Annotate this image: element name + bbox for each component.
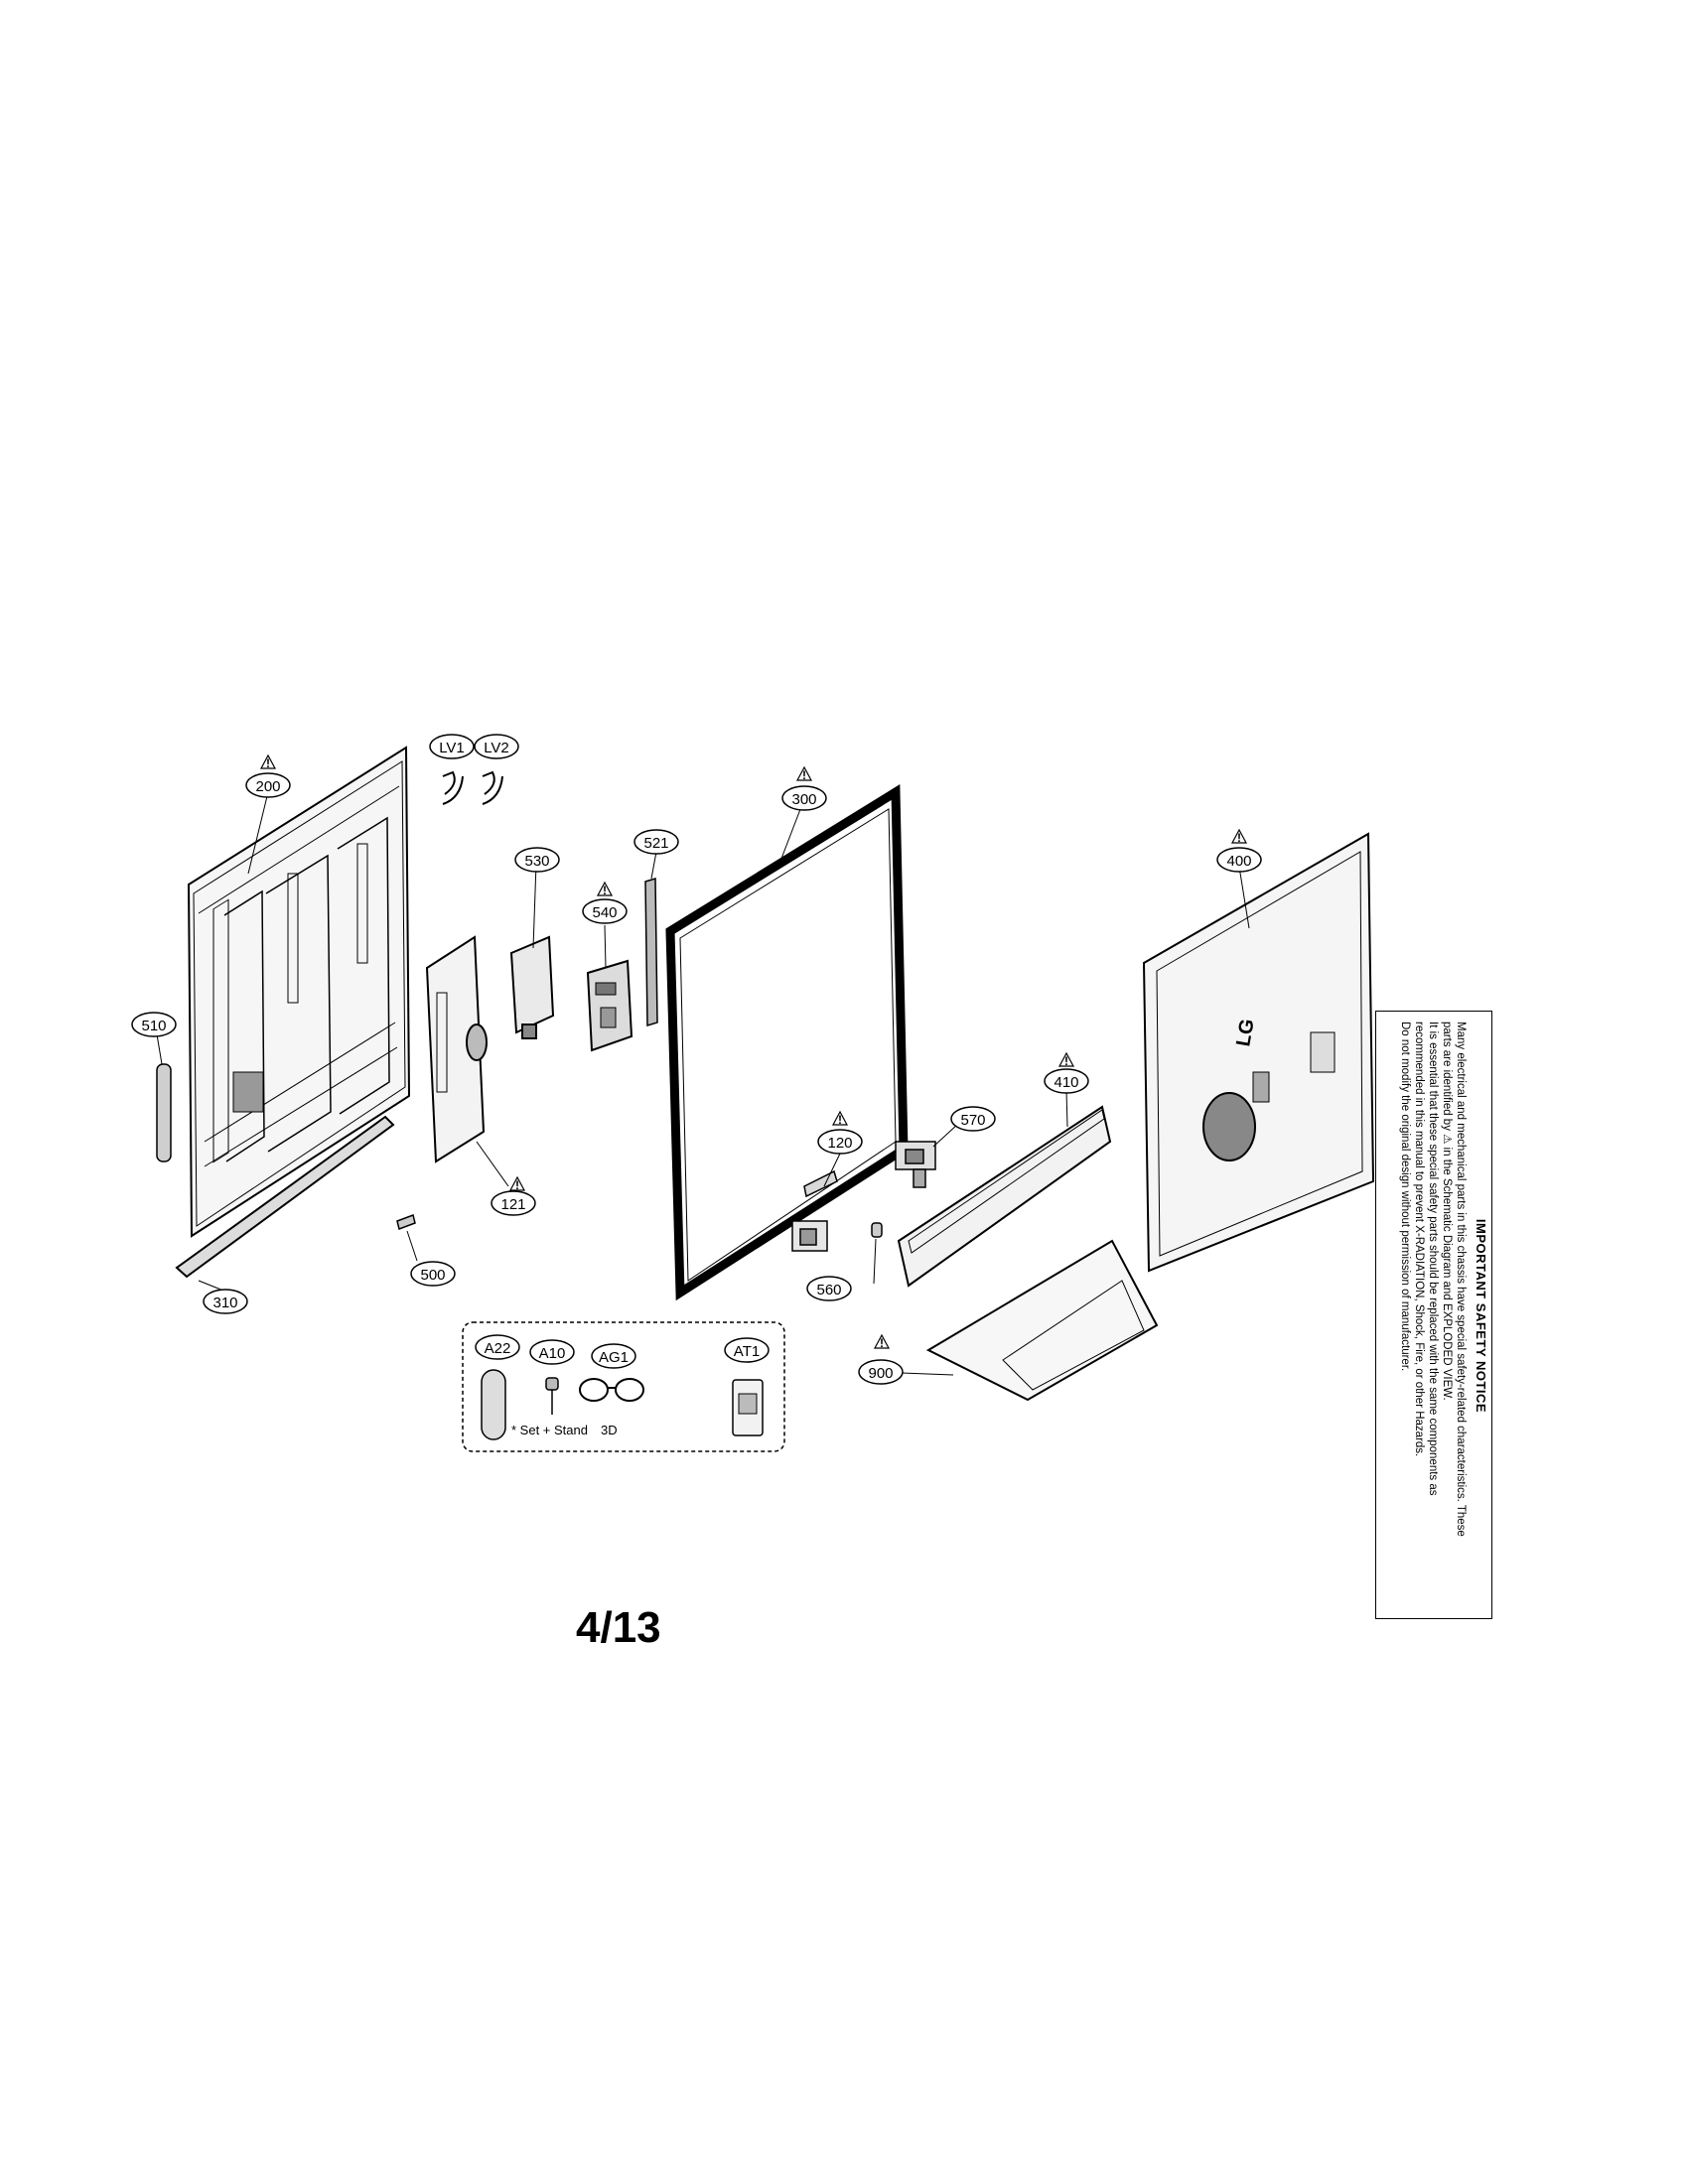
manual-at1 (732, 1379, 764, 1436)
part-530-power-board (509, 935, 555, 1039)
part-label-200: 200 (245, 772, 291, 798)
part-label-300: 300 (781, 785, 827, 811)
part-200-rear-frame (187, 746, 411, 1238)
part-510-side-bar (156, 1063, 172, 1162)
warning-icon-900: ! (873, 1333, 891, 1350)
safety-notice-line: recommended in this manual to prevent X-… (1413, 1022, 1425, 1457)
three-d-note: 3D (601, 1423, 618, 1437)
part-label-530: 530 (514, 847, 560, 873)
part-121-board (425, 935, 488, 1163)
svg-text:120: 120 (827, 1135, 852, 1152)
svg-text:!: ! (1064, 1054, 1068, 1068)
part-410-stand-body (897, 1105, 1112, 1288)
part-label-570: 570 (950, 1106, 996, 1132)
lg-logo: LG (1232, 1018, 1258, 1048)
part-label-a22: A22 (475, 1334, 520, 1360)
warning-icon-300: ! (795, 765, 813, 782)
safety-notice-box: IMPORTANT SAFETY NOTICE Many electrical … (1375, 1011, 1492, 1619)
part-label-410: 410 (1044, 1068, 1089, 1094)
svg-text:AG1: AG1 (599, 1349, 629, 1366)
accessories-box (462, 1321, 785, 1452)
part-label-900: 900 (858, 1359, 904, 1385)
svg-text:LV1: LV1 (439, 740, 465, 756)
svg-text:310: 310 (212, 1295, 237, 1311)
part-570-connector (895, 1141, 936, 1188)
part-label-510: 510 (131, 1012, 177, 1037)
part-300-front-bezel (665, 784, 909, 1301)
warning-icon-540: ! (596, 881, 614, 897)
svg-text:510: 510 (141, 1018, 166, 1034)
screw-a10 (545, 1377, 559, 1415)
part-900-stand-base (925, 1239, 1159, 1402)
part-label-500: 500 (410, 1261, 456, 1287)
svg-text:570: 570 (960, 1112, 985, 1129)
part-label-540: 540 (582, 898, 628, 924)
svg-text:200: 200 (255, 778, 280, 795)
part-521-thin-board (644, 877, 658, 1027)
part-label-560: 560 (806, 1276, 852, 1301)
part-lv-hooks (442, 770, 503, 805)
svg-text:!: ! (802, 768, 806, 782)
svg-text:A22: A22 (485, 1340, 511, 1357)
part-label-lv1: LV1 (429, 734, 475, 759)
part-label-ag1: AG1 (591, 1343, 636, 1369)
svg-text:521: 521 (643, 835, 668, 852)
svg-text:!: ! (1237, 831, 1241, 845)
svg-text:400: 400 (1226, 853, 1251, 870)
part-label-400: 400 (1216, 847, 1262, 873)
safety-notice-title: IMPORTANT SAFETY NOTICE (1474, 1218, 1488, 1414)
part-500-clip (396, 1214, 416, 1230)
part-label-lv2: LV2 (474, 734, 519, 759)
part-label-a10: A10 (529, 1339, 575, 1365)
safety-notice-line: It is essential that these special safet… (1427, 1022, 1439, 1496)
page-number: 4/13 (576, 1603, 661, 1652)
leader-lines (156, 791, 1250, 1376)
part-label-121: 121 (491, 1190, 536, 1216)
warning-icon-410: ! (1057, 1051, 1075, 1068)
safety-notice-content: IMPORTANT SAFETY NOTICE Many electrical … (1376, 1012, 1491, 1618)
safety-notice-line: parts are identified by ⚠ in the Schemat… (1441, 1022, 1453, 1401)
svg-text:A10: A10 (539, 1345, 566, 1362)
part-label-120: 120 (817, 1129, 863, 1155)
svg-text:!: ! (515, 1178, 519, 1192)
part-label-310: 310 (203, 1289, 248, 1314)
svg-text:AT1: AT1 (734, 1343, 760, 1360)
warning-triangles: ! ! ! ! ! ! ! ! (259, 753, 1248, 1350)
svg-text:LV2: LV2 (484, 740, 509, 756)
part-400-back-cover: LG (1142, 832, 1375, 1273)
set-stand-note: * Set + Stand (511, 1423, 588, 1437)
glasses-ag1 (579, 1378, 644, 1402)
svg-text:!: ! (603, 884, 607, 897)
svg-text:!: ! (838, 1113, 842, 1127)
svg-text:300: 300 (791, 791, 816, 808)
svg-text:121: 121 (500, 1196, 525, 1213)
svg-text:530: 530 (524, 853, 549, 870)
warning-icon-120: ! (831, 1110, 849, 1127)
svg-text:!: ! (880, 1336, 884, 1350)
part-label-521: 521 (633, 829, 679, 855)
remote-a22 (481, 1369, 506, 1440)
part-560-screw (871, 1222, 883, 1238)
safety-notice-line: Many electrical and mechanical parts in … (1455, 1022, 1467, 1537)
part-label-at1: AT1 (724, 1337, 770, 1363)
svg-text:560: 560 (816, 1282, 841, 1298)
svg-text:!: ! (266, 756, 270, 770)
svg-text:540: 540 (592, 904, 617, 921)
part-540-main-board (586, 959, 633, 1052)
warning-icon-121: ! (508, 1175, 526, 1192)
svg-text:900: 900 (868, 1365, 893, 1382)
svg-text:410: 410 (1054, 1074, 1078, 1091)
part-310-bottom-bar (175, 1115, 395, 1279)
svg-text:500: 500 (420, 1267, 445, 1284)
part-labels: 200 LV1 LV2 530 521 300 400 540 510 410 … (131, 734, 1262, 1385)
warning-icon-400: ! (1230, 828, 1248, 845)
safety-notice-line: Do not modify the original design withou… (1399, 1022, 1411, 1372)
warning-icon-200: ! (259, 753, 277, 770)
